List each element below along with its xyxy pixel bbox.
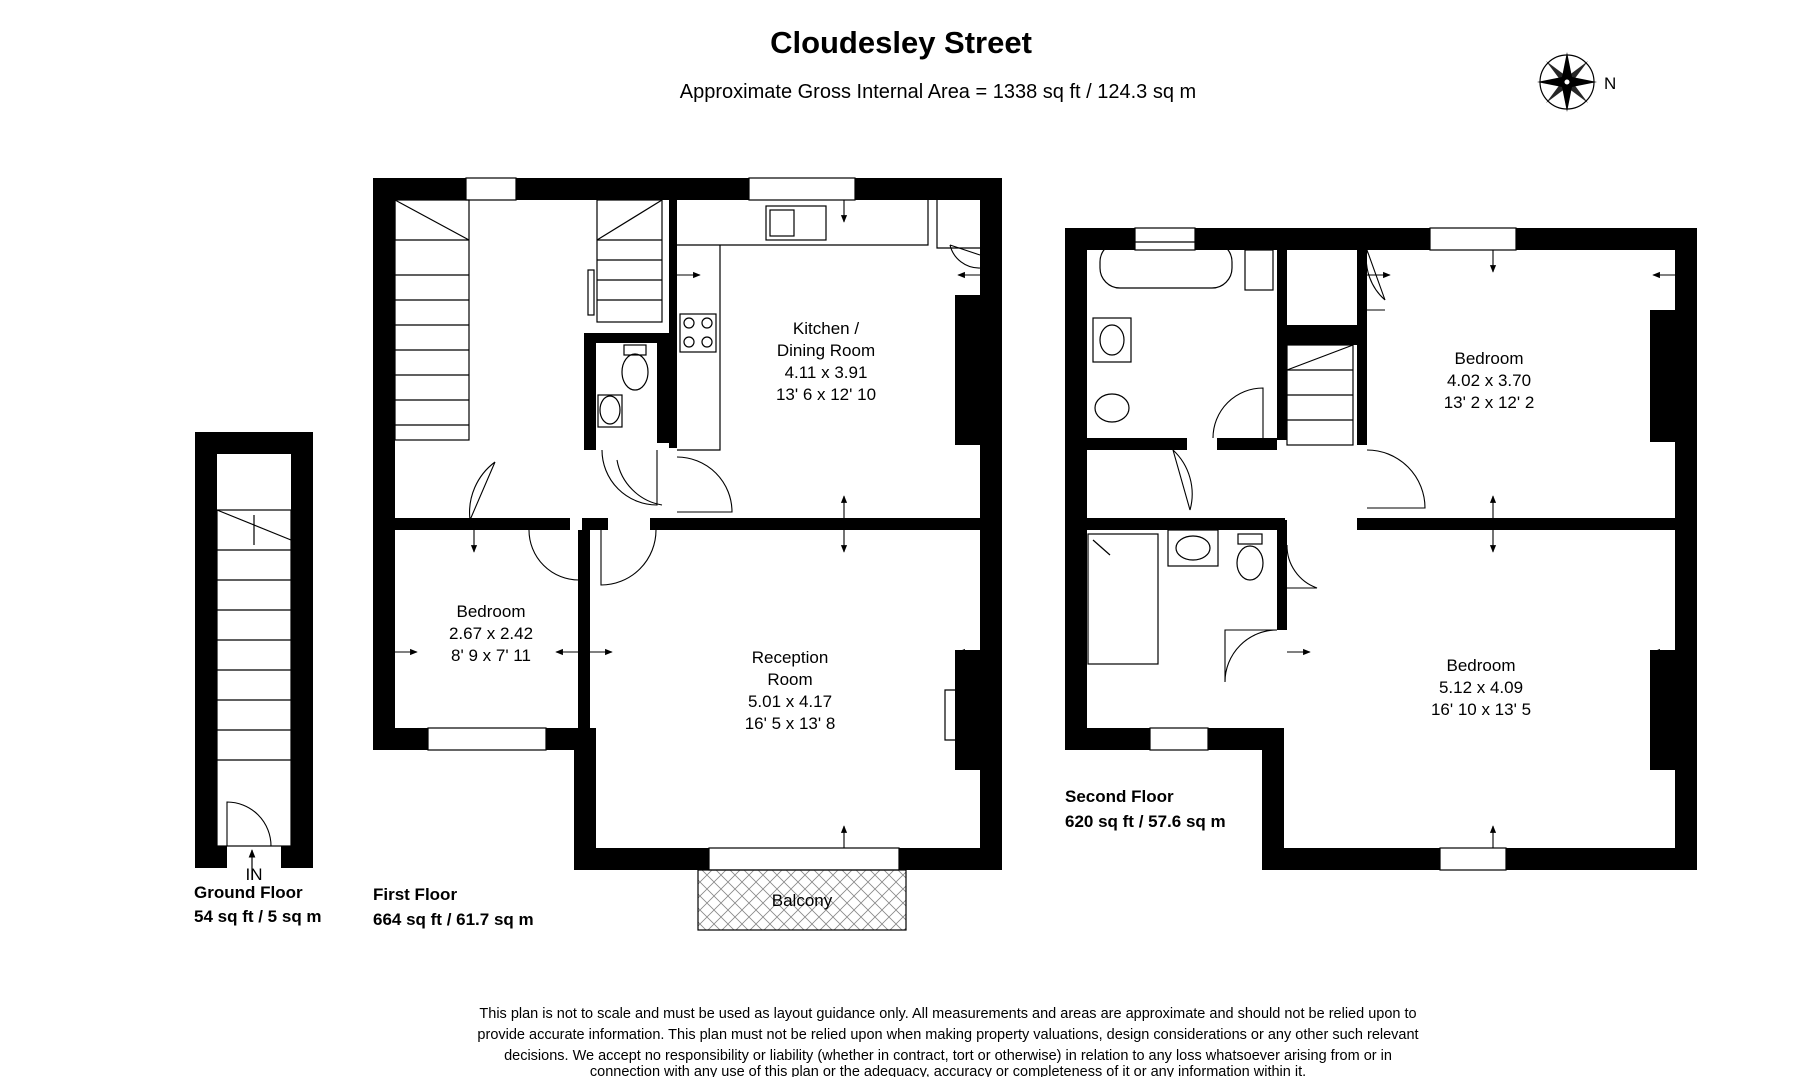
- balcony-area: [697, 869, 907, 931]
- ground-staircase: [216, 509, 292, 761]
- reception-metric: 5.01 x 4.17: [748, 692, 832, 711]
- ground-floor-name: Ground Floor: [194, 883, 303, 902]
- entrance-label: IN: [246, 865, 263, 884]
- reception-name-line2: Room: [767, 670, 812, 689]
- second-floor-plan: [1065, 227, 1697, 871]
- disclaimer-line-2: provide accurate information. This plan …: [477, 1027, 1418, 1043]
- first-bedroom-metric: 2.67 x 2.42: [449, 624, 533, 643]
- disclaimer-line-4: connection with any use of this plan or …: [590, 1064, 1306, 1077]
- first-floor-staircase-right: [587, 199, 663, 316]
- ground-floor-plan: [195, 432, 313, 880]
- front-bedroom-imperial: 16' 10 x 13' 5: [1431, 700, 1531, 719]
- plan-subtitle: Approximate Gross Internal Area = 1338 s…: [680, 81, 1196, 103]
- reception-name-line1: Reception: [752, 648, 829, 667]
- plan-title: Cloudesley Street: [770, 25, 1032, 60]
- compass-rose-icon: [1537, 52, 1597, 112]
- kitchen-name-line1: Kitchen /: [793, 319, 859, 338]
- balcony-label: Balcony: [772, 891, 833, 910]
- disclaimer-line-3: decisions. We accept no responsibility o…: [504, 1048, 1392, 1064]
- first-bedroom-name: Bedroom: [457, 602, 526, 621]
- rear-bedroom-metric: 4.02 x 3.70: [1447, 371, 1531, 390]
- rear-bedroom-name: Bedroom: [1455, 349, 1524, 368]
- first-floor-name: First Floor: [373, 885, 457, 904]
- kitchen-metric: 4.11 x 3.91: [785, 363, 868, 382]
- second-floor-staircase: [1286, 344, 1354, 421]
- first-floor-area: 664 sq ft / 61.7 sq m: [373, 910, 534, 929]
- disclaimer-line-1: This plan is not to scale and must be us…: [479, 1006, 1416, 1022]
- kitchen-name-line2: Dining Room: [777, 341, 875, 360]
- ground-floor-area: 54 sq ft / 5 sq m: [194, 907, 322, 926]
- second-floor-name: Second Floor: [1065, 787, 1174, 806]
- first-floor-plan: [373, 177, 1002, 931]
- first-floor-staircase-left: [394, 198, 470, 426]
- second-floor-area: 620 sq ft / 57.6 sq m: [1065, 812, 1226, 831]
- compass-north-label: N: [1604, 74, 1616, 93]
- reception-imperial: 16' 5 x 13' 8: [745, 714, 836, 733]
- dimension-arrows-second: [1287, 250, 1675, 848]
- front-bedroom-metric: 5.12 x 4.09: [1439, 678, 1523, 697]
- rear-bedroom-imperial: 13' 2 x 12' 2: [1444, 393, 1535, 412]
- front-bedroom-name: Bedroom: [1447, 656, 1516, 675]
- kitchen-imperial: 13' 6 x 12' 10: [776, 385, 876, 404]
- dimension-arrows-first: [395, 200, 980, 848]
- first-bedroom-imperial: 8' 9 x 7' 11: [451, 646, 531, 665]
